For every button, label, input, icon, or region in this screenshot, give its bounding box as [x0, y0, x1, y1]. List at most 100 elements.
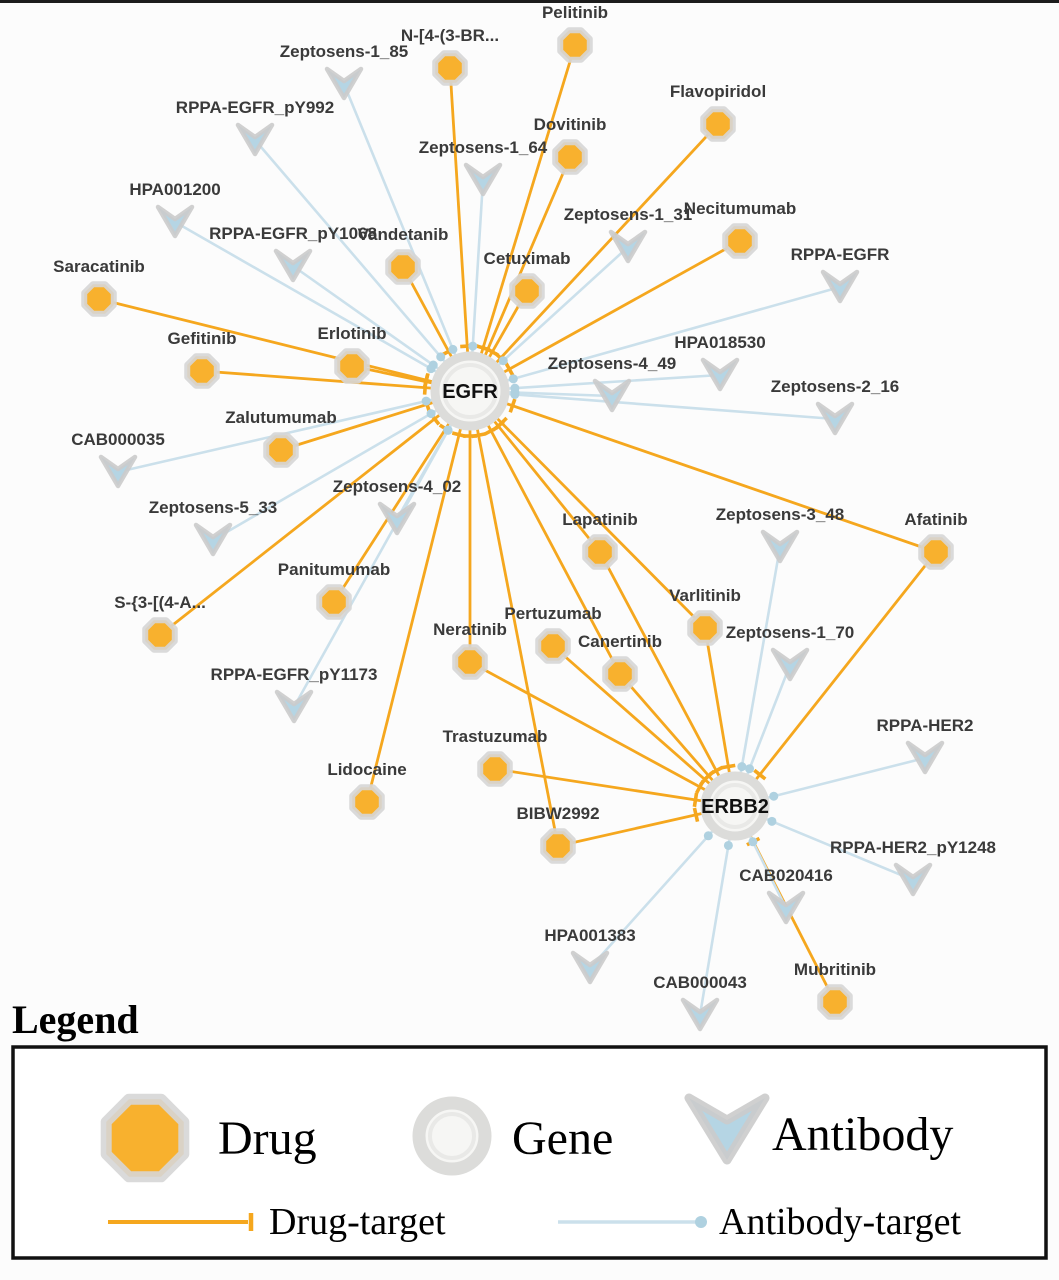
- antibody-chevron-icon: [324, 66, 364, 101]
- drug-node-saracatinib[interactable]: Saracatinib: [53, 257, 145, 317]
- node-label: CAB000043: [653, 973, 747, 992]
- inhibition-tee: [422, 374, 430, 389]
- drug-node-pertuzumab[interactable]: Pertuzumab: [504, 604, 602, 664]
- drug-target-edge: [469, 239, 741, 393]
- drug-node-lidocaine[interactable]: Lidocaine: [327, 760, 407, 820]
- antibody-node-py1173[interactable]: RPPA-EGFR_pY1173: [211, 665, 378, 724]
- drug-node-pelitinib[interactable]: Pelitinib: [542, 3, 608, 63]
- drug-node-lapatinib[interactable]: Lapatinib: [562, 510, 638, 570]
- node-label: CAB000035: [71, 430, 165, 449]
- antibody-node-cab000043[interactable]: CAB000043: [653, 973, 747, 1032]
- antibody-node-hpa001383[interactable]: HPA001383: [544, 926, 636, 985]
- node-label: Zeptosens-1_64: [419, 138, 548, 157]
- drug-node-trastuzumab[interactable]: Trastuzumab: [443, 727, 548, 787]
- drug-node-flavopiridol[interactable]: Flavopiridol: [670, 82, 766, 142]
- node-label: Zeptosens-1_85: [280, 42, 409, 61]
- drug-octagon-icon: [535, 628, 571, 664]
- antibody-chevron-icon: [815, 401, 855, 436]
- node-label: Trastuzumab: [443, 727, 548, 746]
- inhibition-tee: [698, 773, 711, 787]
- edge-markers-layer: [421, 341, 779, 850]
- drug-node-canertinib[interactable]: Canertinib: [578, 632, 662, 692]
- node-label: Gefitinib: [168, 329, 237, 348]
- node-label: RPPA-HER2_pY1248: [830, 838, 996, 857]
- drug-node-gefitinib[interactable]: Gefitinib: [168, 329, 237, 389]
- node-label: Afatinib: [904, 510, 967, 529]
- antibody-chevron-icon: [680, 997, 720, 1032]
- antibody-node-z533[interactable]: Zeptosens-5_33: [149, 498, 278, 557]
- figure-top-border: [0, 0, 1059, 3]
- drug-octagon-icon: [552, 139, 588, 175]
- node-label: Dovitinib: [534, 115, 607, 134]
- drug-octagon-icon: [687, 610, 723, 646]
- antibody-chevron-icon: [193, 522, 233, 557]
- legend-drug-target-edge-icon: [108, 1213, 254, 1231]
- antibody-node-py1068[interactable]: RPPA-EGFR_pY1068: [209, 224, 377, 283]
- gene-node-erbb2[interactable]: ERBB2: [700, 771, 770, 841]
- drug-node-vandetanib[interactable]: Vandetanib: [358, 225, 449, 285]
- antibody-chevron-icon: [905, 740, 945, 775]
- antibody-node-z131[interactable]: Zeptosens-1_31: [564, 205, 693, 264]
- antibody-target-edge: [117, 389, 471, 474]
- node-label: Neratinib: [433, 620, 507, 639]
- node-label: Zeptosens-3_48: [716, 505, 845, 524]
- node-label: CAB020416: [739, 866, 833, 885]
- antibody-node-hpa001200[interactable]: HPA001200: [129, 180, 221, 239]
- antibody-node-py992[interactable]: RPPA-EGFR_pY992: [176, 98, 334, 157]
- drug-node-erlotinib[interactable]: Erlotinib: [318, 324, 387, 384]
- drug-target-edge: [469, 389, 937, 554]
- antibody-node-cab020416[interactable]: CAB020416: [739, 866, 833, 925]
- antibody-node-z216[interactable]: Zeptosens-2_16: [771, 377, 900, 436]
- drug-node-mubritinib[interactable]: Mubritinib: [794, 960, 876, 1020]
- drug-node-cetuximab[interactable]: Cetuximab: [484, 249, 571, 309]
- node-label: Pelitinib: [542, 3, 608, 22]
- drug-node-nbr[interactable]: N-[4-(3-BR...: [401, 26, 499, 86]
- drug-node-afatinib[interactable]: Afatinib: [904, 510, 968, 570]
- antibody-target-edge: [469, 285, 841, 393]
- antibody-node-z449[interactable]: Zeptosens-4_49: [548, 354, 677, 413]
- antibody-node-rppa_her2[interactable]: RPPA-HER2: [877, 716, 974, 775]
- node-label: Cetuximab: [484, 249, 571, 268]
- drug-target-edge: [448, 67, 472, 392]
- drug-node-dovitinib[interactable]: Dovitinib: [534, 115, 607, 175]
- antibody-node-py1248[interactable]: RPPA-HER2_pY1248: [830, 838, 996, 897]
- antibody-node-cab000035[interactable]: CAB000035: [71, 430, 165, 489]
- node-label: Necitumumab: [684, 199, 796, 218]
- drug-node-neratinib[interactable]: Neratinib: [433, 620, 507, 680]
- antibody-target-edge: [292, 390, 472, 708]
- inhibition-tee: [485, 346, 500, 357]
- drug-octagon-icon: [349, 784, 385, 820]
- legend-antibody-target-label: Antibody-target: [719, 1201, 961, 1243]
- antibody-node-z164[interactable]: Zeptosens-1_64: [419, 138, 548, 197]
- drug-node-bibw2992[interactable]: BIBW2992: [516, 804, 600, 864]
- drug-node-zalutumumab[interactable]: Zalutumumab: [225, 408, 337, 468]
- drug-octagon-icon: [722, 223, 758, 259]
- antibody-node-z402[interactable]: Zeptosens-4_02: [333, 477, 462, 536]
- gene-inner-ring: [712, 783, 758, 829]
- node-label: Zeptosens-4_02: [333, 477, 462, 496]
- node-label: Vandetanib: [358, 225, 449, 244]
- antibody-chevron-icon: [770, 647, 810, 682]
- antibody-node-hpa018530[interactable]: HPA018530: [674, 333, 766, 392]
- antibody-node-rppa_egfr[interactable]: RPPA-EGFR: [791, 245, 890, 304]
- drug-node-panitumumab[interactable]: Panitumumab: [278, 560, 390, 620]
- drug-node-s34a[interactable]: S-{3-[(4-A...: [114, 593, 206, 653]
- antibody-node-z348[interactable]: Zeptosens-3_48: [716, 505, 845, 564]
- drug-node-necitumumab[interactable]: Necitumumab: [684, 199, 796, 259]
- node-label: Pertuzumab: [504, 604, 601, 623]
- target-dot: [421, 396, 431, 406]
- node-label: Canertinib: [578, 632, 662, 651]
- gene-node-egfr[interactable]: EGFR: [430, 351, 510, 431]
- antibody-node-z170[interactable]: Zeptosens-1_70: [726, 623, 855, 682]
- gene-label: ERBB2: [701, 796, 769, 818]
- drug-target-edge: [468, 123, 720, 392]
- drug-target-edge: [469, 660, 736, 808]
- antibody-node-z185[interactable]: Zeptosens-1_85: [280, 42, 409, 101]
- drug-node-varlitinib[interactable]: Varlitinib: [669, 586, 741, 646]
- inhibition-tee: [721, 763, 736, 770]
- target-dot: [443, 425, 453, 435]
- drug-target-edge: [468, 390, 560, 847]
- antibody-target-edge: [469, 389, 836, 421]
